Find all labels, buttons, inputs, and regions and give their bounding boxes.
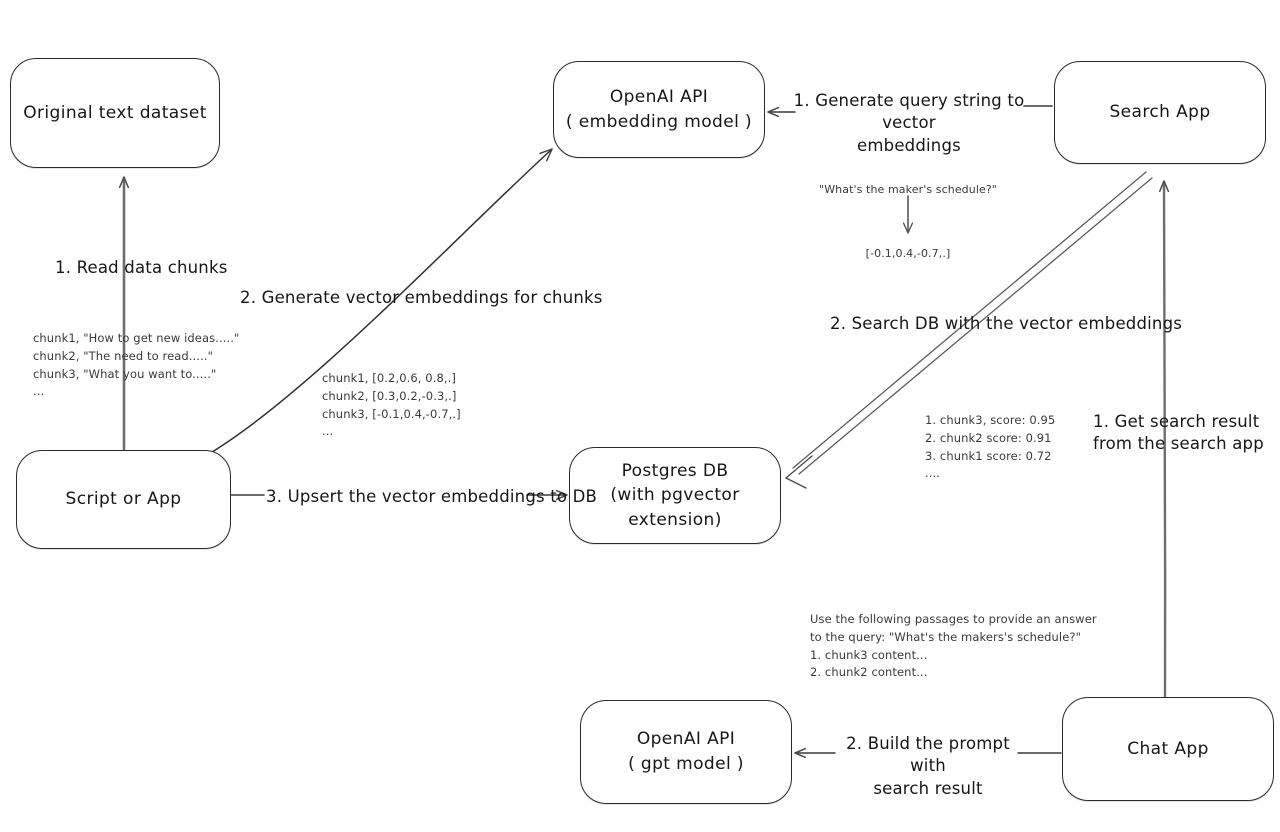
node-openai-api-gpt[interactable]: OpenAI API ( gpt model ) <box>580 700 792 804</box>
edge-label-read-data-chunks: 1. Read data chunks <box>55 258 228 277</box>
note-query-string: "What's the maker's schedule?" <box>819 183 997 196</box>
note-prompt-sample: Use the following passages to provide an… <box>810 612 1097 680</box>
edge-label-upsert-to-db: 3. Upsert the vector embeddings to DB <box>266 487 598 506</box>
node-postgres-db-subtitle: (with pgvector extension) <box>610 485 740 530</box>
note-search-results: 1. chunk3, score: 0.95 2. chunk2 score: … <box>925 413 1056 481</box>
node-openai-api-gpt-subtitle: ( gpt model ) <box>628 754 744 774</box>
node-postgres-db[interactable]: Postgres DB (with pgvector extension) <box>569 447 781 544</box>
edge-label-search-db: 2. Search DB with the vector embeddings <box>830 314 1183 333</box>
node-script-or-app-label: Script or App <box>65 489 182 510</box>
node-search-app-label: Search App <box>1109 102 1211 123</box>
node-postgres-db-title: Postgres DB <box>621 460 729 481</box>
edge-label-generate-vector-embeddings: 2. Generate vector embeddings for chunks <box>240 288 603 307</box>
edge-label-build-prompt: 2. Build the prompt with search result <box>846 734 1010 798</box>
node-openai-api-embedding-title: OpenAI API <box>609 86 709 107</box>
note-query-vector: [-0.1,0.4,-0.7,.] <box>865 247 951 260</box>
node-openai-api-embedding[interactable]: OpenAI API ( embedding model ) <box>553 61 765 158</box>
node-original-text-dataset[interactable]: Original text dataset <box>10 58 220 168</box>
node-openai-api-embedding-subtitle: ( embedding model ) <box>565 111 753 132</box>
note-chunks-sample: chunk1, "How to get new ideas....." chun… <box>33 331 240 399</box>
edge-label-get-search-result: 1. Get search result from the search app <box>1093 412 1264 454</box>
edge-label-generate-query-embeddings: 1. Generate query string to vector embed… <box>793 91 1025 155</box>
note-embeddings-sample: chunk1, [0.2,0.6, 0.8,.] chunk2, [0.3,0.… <box>322 371 461 439</box>
node-chat-app-label: Chat App <box>1127 738 1209 759</box>
node-search-app[interactable]: Search App <box>1054 61 1266 164</box>
node-chat-app[interactable]: Chat App <box>1062 697 1274 801</box>
node-script-or-app[interactable]: Script or App <box>16 450 231 549</box>
node-original-text-dataset-label: Original text dataset <box>23 102 207 123</box>
node-openai-api-gpt-title: OpenAI API <box>636 729 736 750</box>
